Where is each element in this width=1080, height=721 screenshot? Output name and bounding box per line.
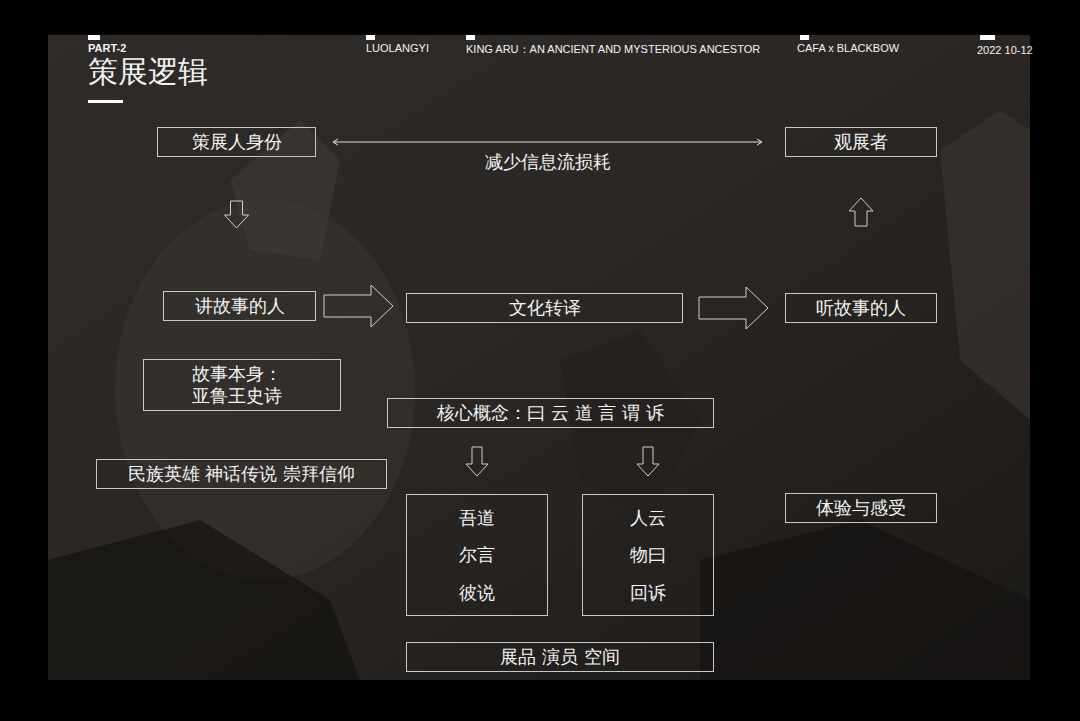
title-underline [88, 100, 123, 103]
photo-figure [940, 110, 1030, 420]
note-box: 故事本身： 亚鲁王史诗 [143, 359, 341, 411]
header-text: LUOLANGYI [366, 42, 429, 54]
photo-ground [48, 35, 1030, 680]
double-arrow-line [333, 139, 762, 145]
process-box: 展品 演员 空间 [406, 642, 714, 672]
list-box: 吾道尔言彼说 [406, 494, 548, 616]
node-text: 故事本身： 亚鲁王史诗 [192, 363, 293, 406]
node-text: 人云 [630, 507, 666, 529]
block-arrow [637, 447, 659, 476]
edge-label: 减少信息流损耗 [485, 151, 611, 173]
header-text: KING ARU：AN ANCIENT AND MYSTERIOUS ANCES… [466, 42, 760, 57]
concept-box: 核心概念：曰 云 道 言 谓 诉 [387, 398, 714, 428]
note-box: 民族英雄 神话传说 崇拜信仰 [96, 459, 387, 489]
header-tick [366, 35, 375, 40]
node-text: 展品 演员 空间 [500, 646, 619, 668]
block-arrow [849, 198, 873, 226]
photo-figure [560, 330, 700, 520]
node-text: 听故事的人 [816, 297, 906, 319]
node-text: 物曰 [630, 544, 666, 566]
node-text: 文化转译 [509, 297, 581, 319]
list-box: 人云物曰回诉 [582, 494, 714, 616]
header-tick [800, 35, 809, 40]
title-box: 策展人身份 [157, 127, 316, 157]
node-text: 体验与感受 [816, 497, 906, 519]
photo-figure [700, 520, 1030, 680]
block-arrow [324, 285, 393, 327]
photo-figure [115, 200, 415, 580]
node-text: 民族英雄 神话传说 崇拜信仰 [128, 463, 355, 485]
header-tick [88, 35, 100, 40]
node-text: 尔言 [459, 544, 495, 566]
node-text: 核心概念：曰 云 道 言 谓 诉 [437, 402, 664, 424]
process-box: 观展者 [785, 127, 937, 157]
photo-figure [48, 520, 360, 680]
process-box: 讲故事的人 [163, 291, 316, 321]
header-text: CAFA x BLACKBOW [797, 42, 899, 54]
node-text: 彼说 [459, 582, 495, 604]
process-box: 体验与感受 [785, 493, 937, 523]
node-text: 策展人身份 [192, 131, 282, 153]
process-box: 文化转译 [406, 293, 683, 323]
node-text: 讲故事的人 [195, 295, 285, 317]
slide-title: 策展逻辑 [88, 55, 208, 88]
node-text: 回诉 [630, 582, 666, 604]
process-box: 听故事的人 [785, 293, 937, 323]
block-arrow [225, 201, 249, 228]
node-text: 吾道 [459, 507, 495, 529]
header-tick [980, 35, 995, 40]
part-number: PART-2 [88, 42, 126, 54]
header-date: 2022 10-12 [977, 44, 1033, 56]
block-arrow [699, 287, 768, 329]
node-text: 观展者 [834, 131, 888, 153]
header-tick [466, 35, 475, 40]
block-arrow [466, 447, 488, 476]
